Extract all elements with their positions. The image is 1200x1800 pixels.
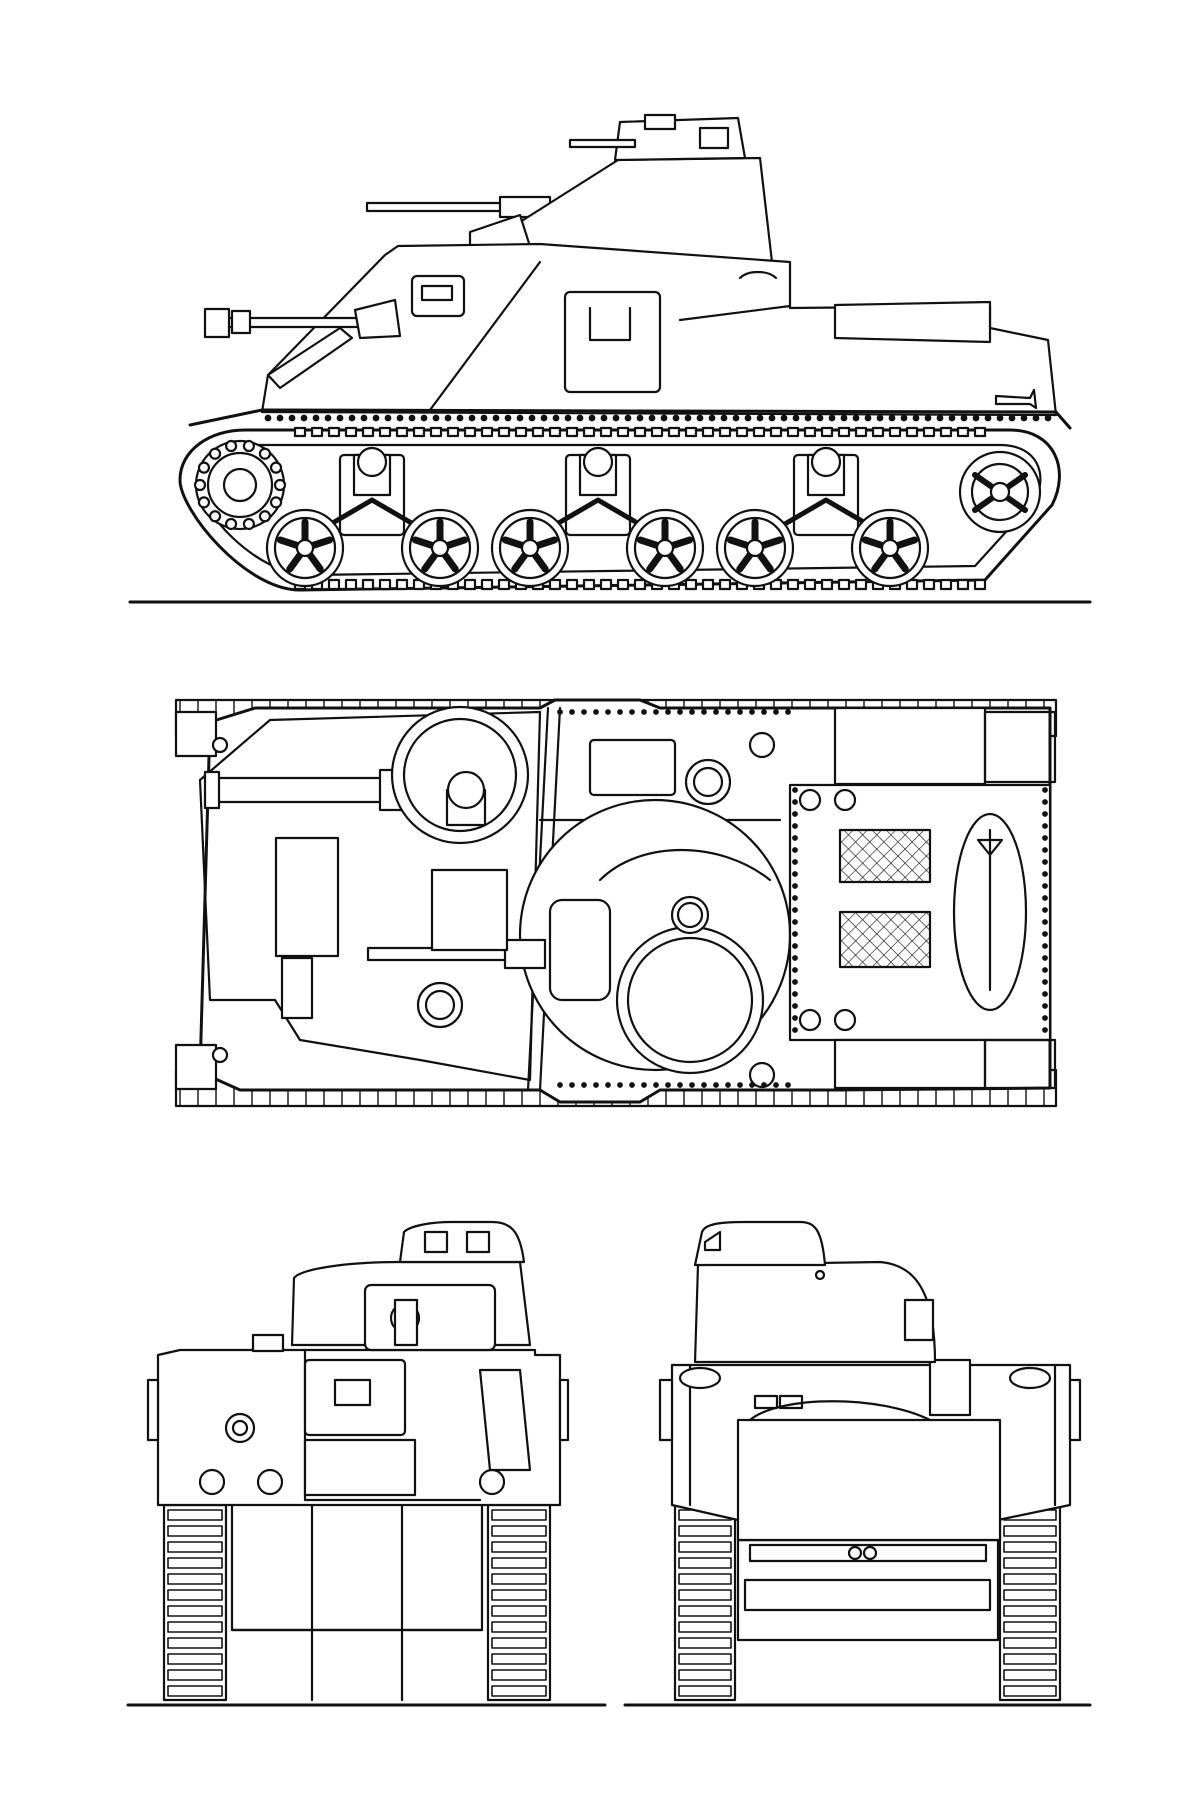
rear-turret-body [693,1260,937,1364]
rear-idler [958,450,1042,534]
side-view [128,113,1092,604]
top-75mm-gun [208,776,387,804]
top-view [174,698,1058,1108]
hull-superstructure [260,242,1058,417]
front-gun-mantlet [363,1283,497,1352]
rear-deck [833,300,992,344]
road-wheels [265,508,930,588]
suspension-bogies [309,446,889,538]
muzzle-brake [203,307,231,339]
top-rivets [557,709,1048,1088]
front-view [126,1220,607,1707]
engine-grille-1 [838,828,932,884]
rear-view [623,1220,1092,1707]
front-tow-hook-left [174,710,218,758]
fender-line [188,408,1072,430]
front-track-right [486,1503,552,1702]
engine-grille-2 [838,910,932,969]
sponson-hatch [563,290,662,394]
sponson-75mm-gun [203,298,402,390]
top-front-stowage [274,836,340,958]
front-cupola [398,1220,526,1264]
rear-engine-door [736,1418,1002,1542]
front-tow-hook-right [174,1043,218,1091]
front-lower-hull [230,1498,484,1632]
drive-sprocket [193,439,287,531]
cupola-machine-gun [568,138,637,149]
upper-turret [365,113,774,264]
sloped-plate [428,260,542,412]
rear-track-right [998,1503,1062,1702]
rear-cupola [693,1220,827,1267]
